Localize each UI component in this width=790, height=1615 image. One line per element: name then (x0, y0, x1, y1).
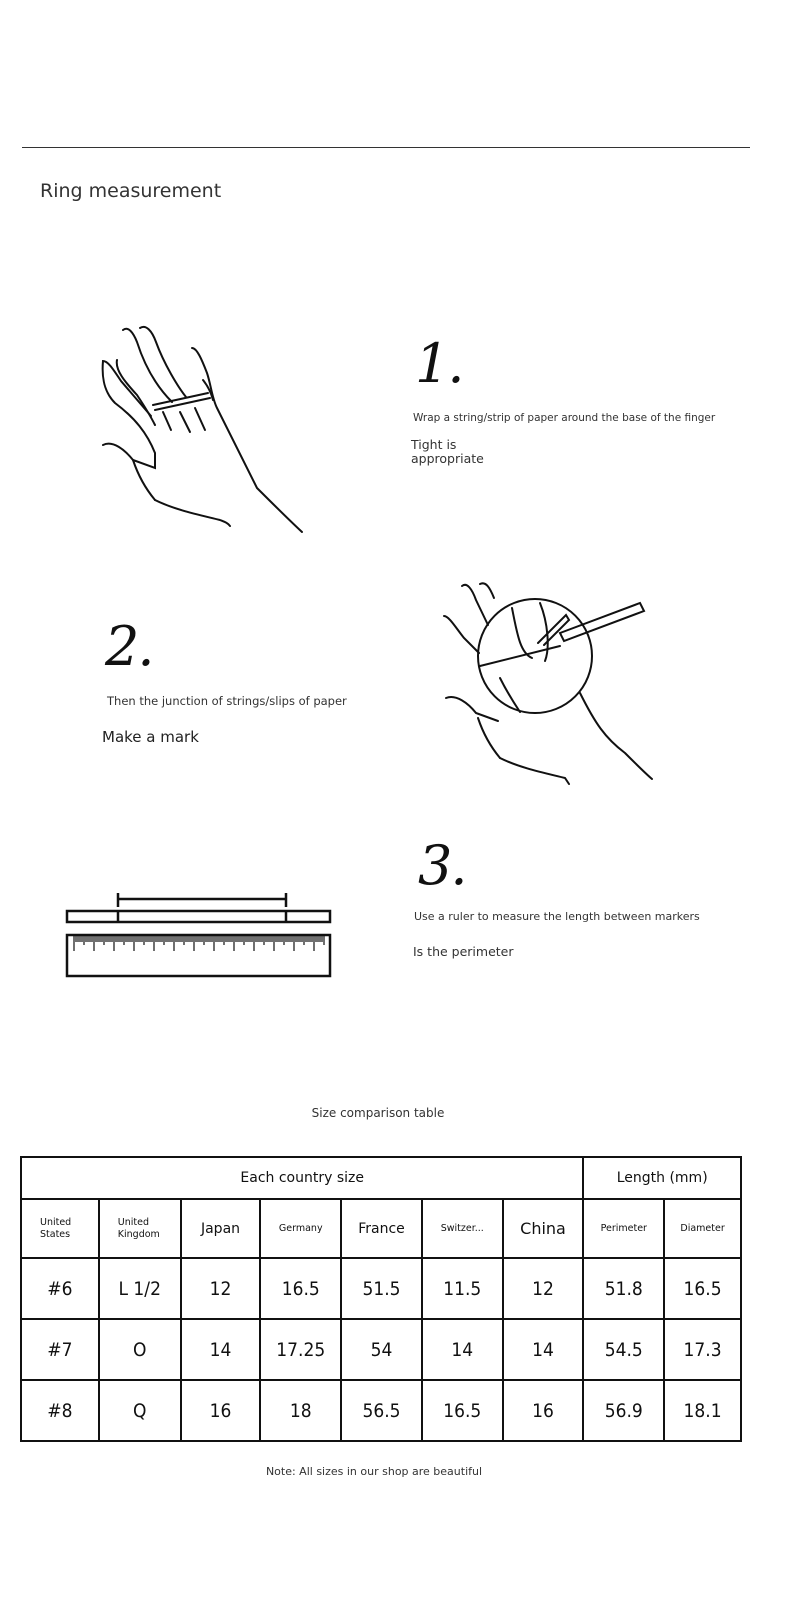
col-germany: Germany (259, 1198, 343, 1259)
table-cell: 14 (501, 1318, 585, 1381)
step-3-number: 3. (418, 834, 468, 897)
col-china: China (501, 1198, 585, 1259)
table-cell: 14 (420, 1318, 504, 1381)
table-cell: 16.5 (663, 1257, 742, 1320)
page-title: Ring measurement (40, 180, 222, 202)
table-cell: L 1/2 (97, 1257, 182, 1320)
table-cell: 12 (501, 1257, 585, 1320)
ruler-illustration (65, 893, 332, 978)
step-1-note-a: Tight is (411, 437, 457, 452)
hand-mark-illustration (443, 582, 653, 785)
table-cell: 54.5 (582, 1318, 666, 1381)
col-japan: Japan (179, 1198, 262, 1259)
table-cell: 51.5 (340, 1257, 423, 1320)
divider (22, 147, 750, 148)
table-cell: 17.25 (259, 1318, 343, 1381)
group-header-country: Each country size (19, 1156, 585, 1200)
table-cell: 16.5 (259, 1257, 343, 1320)
table-cell: 18 (259, 1379, 343, 1442)
step-1-number: 1. (415, 332, 465, 395)
table-cell: 17.3 (663, 1318, 742, 1381)
table-cell: #7 (20, 1318, 100, 1381)
step-2-note: Make a mark (102, 728, 199, 746)
table-cell: 56.9 (582, 1379, 666, 1442)
table-cell: 16 (179, 1379, 262, 1442)
table-cell: 14 (179, 1318, 262, 1381)
table-cell: 51.8 (582, 1257, 666, 1320)
table-cell: 56.5 (340, 1379, 423, 1442)
table-note: Note: All sizes in our shop are beautifu… (265, 1465, 483, 1478)
step-3-note: Is the perimeter (413, 944, 514, 959)
step-1-note-b: appropriate (411, 451, 484, 466)
table-cell: 16 (501, 1379, 585, 1442)
group-header-length: Length (mm) (582, 1156, 742, 1200)
table-cell: 11.5 (420, 1257, 504, 1320)
table-cell: Q (97, 1379, 182, 1442)
step-1-instruction: Wrap a string/strip of paper around the … (413, 412, 716, 424)
table-caption: Size comparison table (311, 1106, 445, 1120)
hand-wrap-illustration (101, 325, 303, 533)
col-france: France (340, 1198, 423, 1259)
table-cell: O (97, 1318, 182, 1381)
col-perimeter: Perimeter (582, 1198, 666, 1259)
step-2-instruction: Then the junction of strings/slips of pa… (107, 694, 347, 708)
col-diameter: Diameter (663, 1198, 742, 1259)
table-cell: #6 (20, 1257, 100, 1320)
table-cell: 18.1 (663, 1379, 742, 1442)
table-cell: 12 (179, 1257, 262, 1320)
col-switzerland: Switzer... (420, 1198, 504, 1259)
table-cell: 54 (340, 1318, 423, 1381)
step-2-number: 2. (105, 615, 155, 678)
table-cell: #8 (20, 1379, 100, 1442)
step-3-instruction: Use a ruler to measure the length betwee… (414, 910, 700, 923)
table-cell: 16.5 (420, 1379, 504, 1442)
